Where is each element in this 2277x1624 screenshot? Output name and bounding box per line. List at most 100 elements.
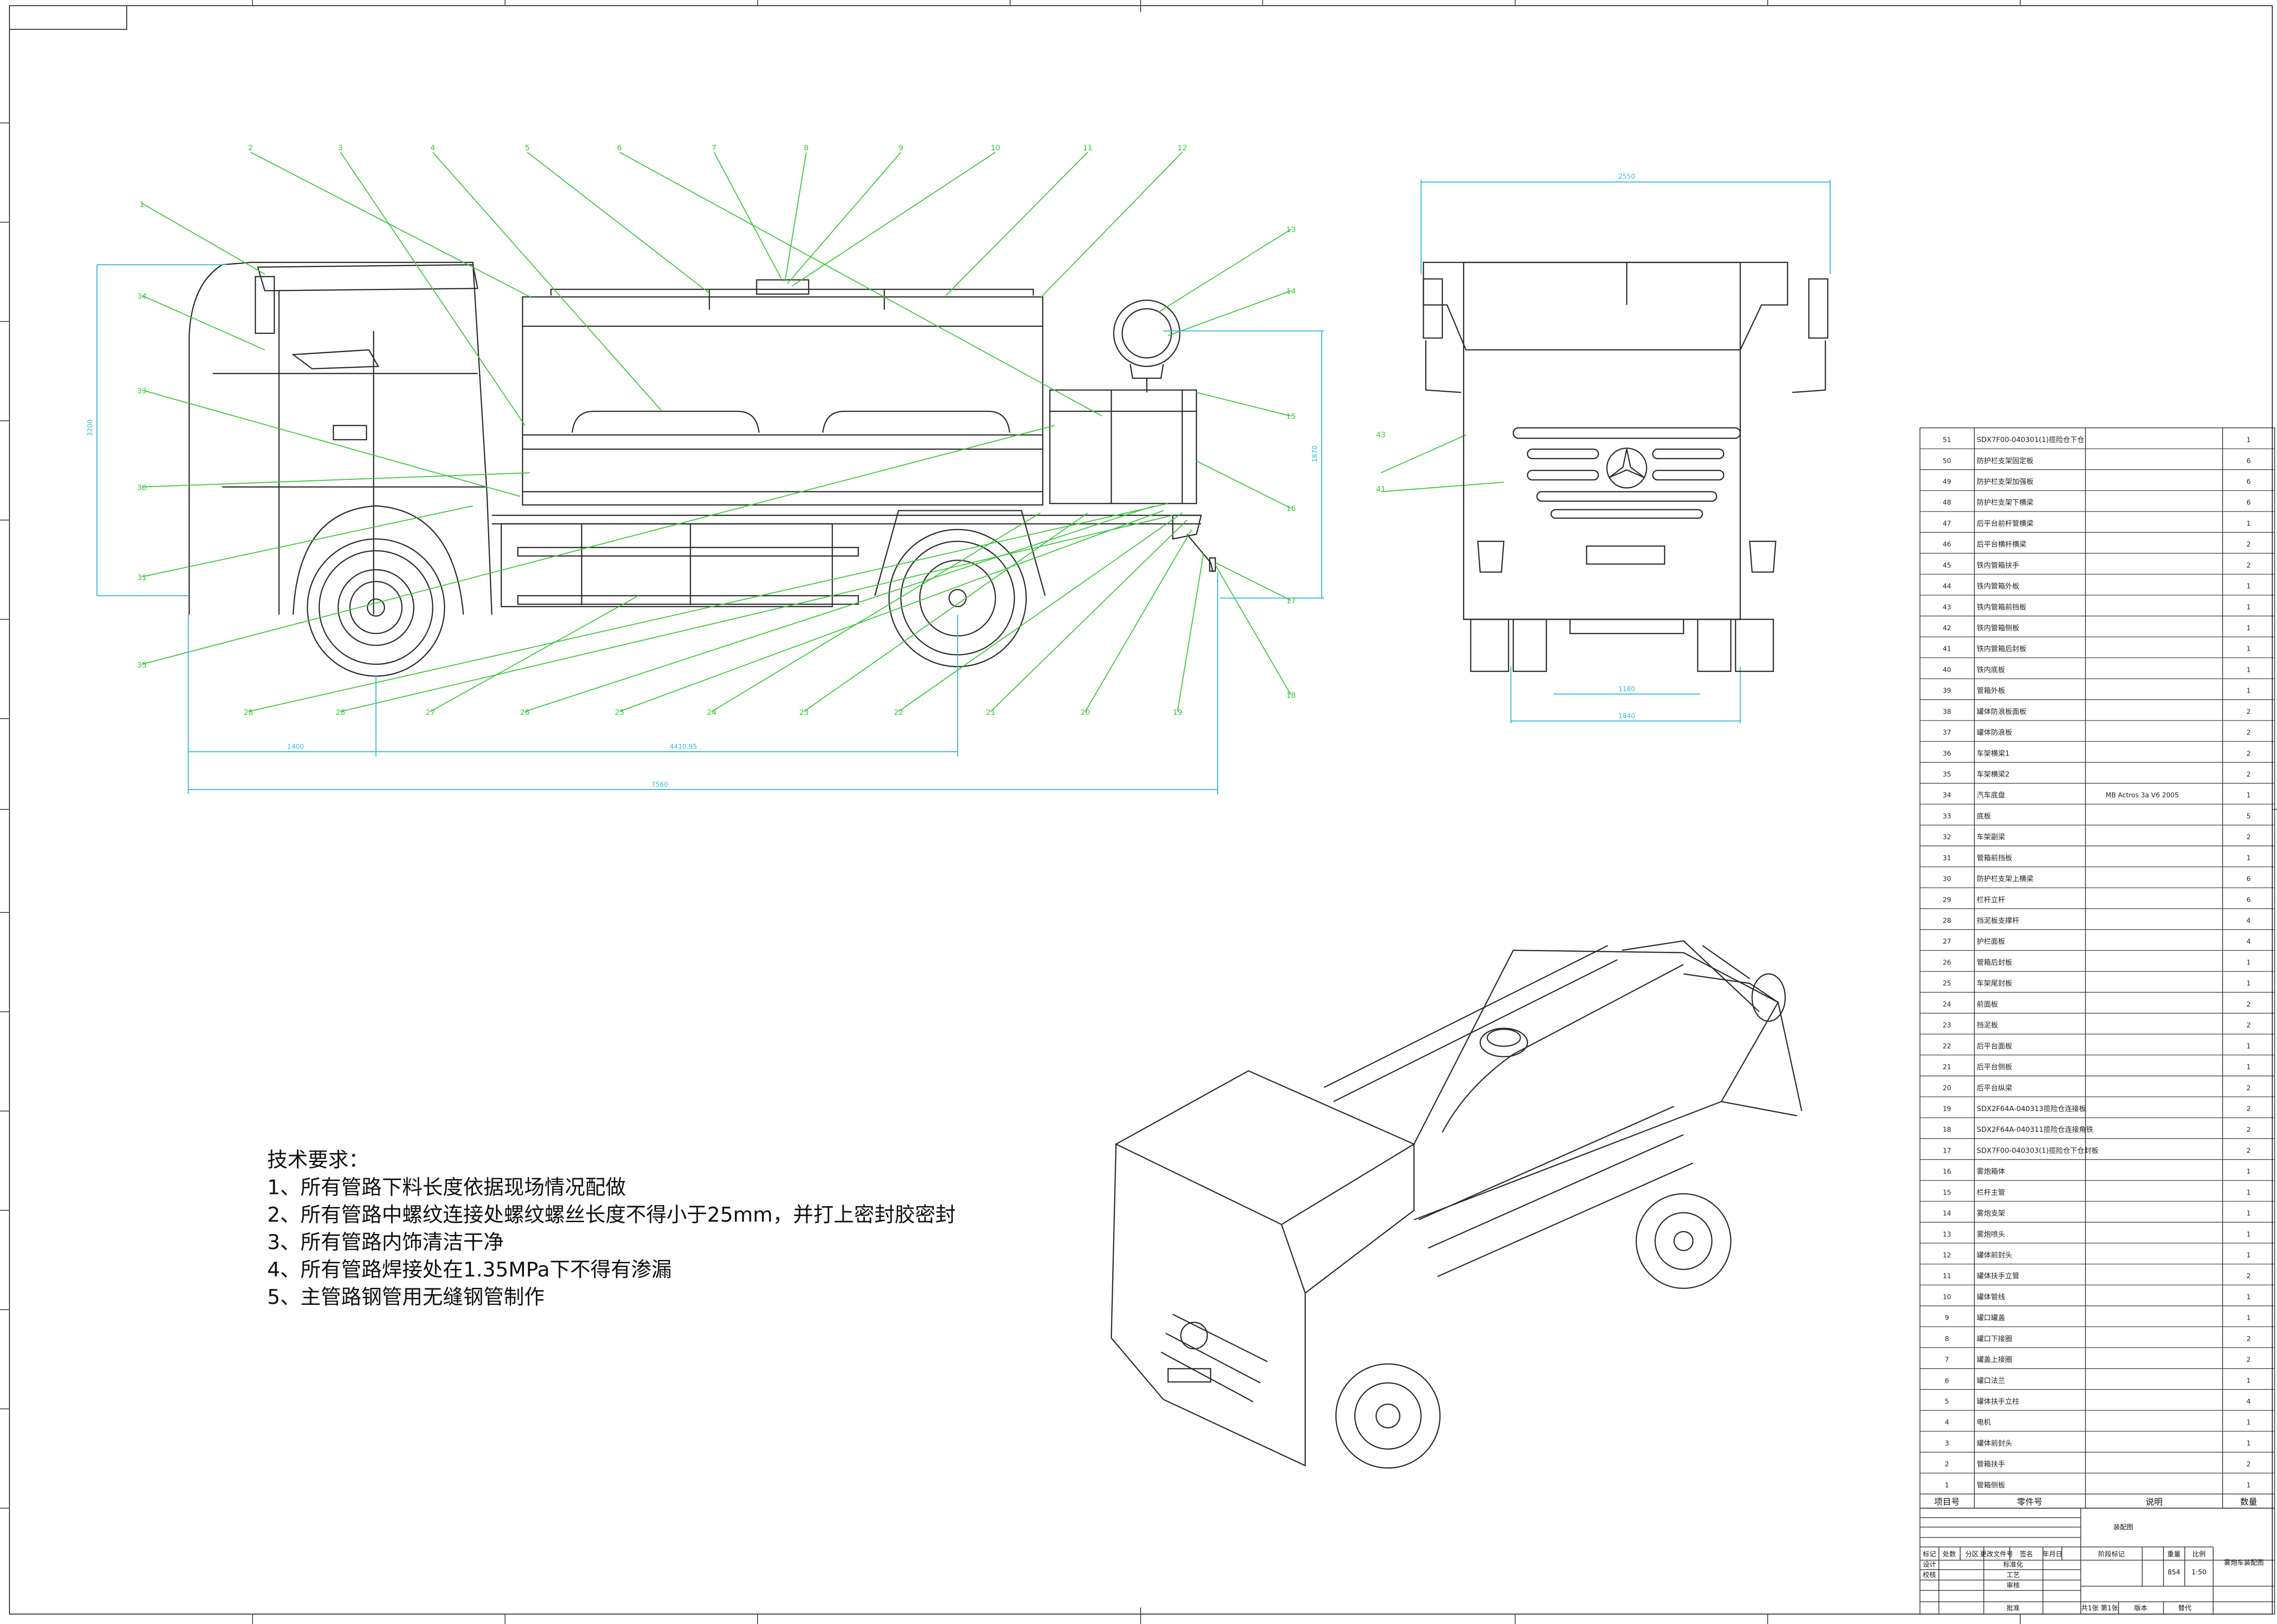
- bom-cell-name: 罐体防浪板: [1977, 728, 2012, 737]
- balloon-label: 5: [525, 143, 530, 152]
- bom-cell-qty: 4: [2247, 917, 2251, 925]
- balloon-label: 20: [1081, 708, 1090, 717]
- balloon-label: 3: [338, 143, 343, 152]
- tech-item: 5、主管路钢管用无缝钢管制作: [267, 1285, 545, 1309]
- balloon-label: 16: [1286, 504, 1296, 513]
- bom-cell-no: 23: [1943, 1022, 1951, 1029]
- bom-cell-name: 后平台前杆管横梁: [1977, 519, 2033, 528]
- bom-cell-name: 挡泥板: [1977, 1021, 1998, 1029]
- bom-cell-no: 1: [1945, 1482, 1949, 1489]
- dim-height: 3200: [87, 419, 94, 436]
- tb-header: 年月日: [2042, 1551, 2062, 1558]
- balloon-labels: 2 3 4 5 6 7 8 9 10 11 12 1 34 33 30 31 3…: [137, 143, 1386, 717]
- role-label: 审核: [2007, 1582, 2020, 1589]
- bom-cell-name: 防护栏支架上横梁: [1977, 875, 2033, 883]
- balloon-label: 4: [430, 143, 435, 152]
- bom-cell-no: 13: [1943, 1231, 1951, 1238]
- side-view-dimension-texts: 1400 4410.95 7560 3200 1870 2550 1180 18…: [87, 173, 1635, 789]
- bom-cell-name: 后平台横杆横梁: [1977, 540, 2026, 548]
- bom-cell-no: 19: [1943, 1105, 1951, 1113]
- bom-cell-qty: 2: [2247, 1085, 2251, 1092]
- bom-cell-qty: 1: [2247, 625, 2251, 632]
- balloon-label: 13: [1286, 225, 1296, 234]
- bom-cell-qty: 1: [2247, 959, 2251, 966]
- bom-cell-no: 22: [1943, 1042, 1951, 1050]
- bom-cell-name: 防护栏支架下横梁: [1977, 498, 2033, 507]
- bom-cell-name: 罐盖上接圈: [1977, 1355, 2012, 1364]
- balloon-label: 33: [137, 386, 147, 395]
- drawing-name: 雾炮车装配图: [2224, 1559, 2264, 1567]
- bom-cell-qty: 1: [2247, 792, 2251, 799]
- bom-cell-no: 24: [1943, 1001, 1951, 1008]
- balloon-label: 28: [244, 708, 253, 717]
- balloon-label: 34: [137, 292, 147, 301]
- bom-cell-qty: 2: [2247, 834, 2251, 841]
- tech-item: 2、所有管路中螺纹连接处螺纹螺丝长度不得小于25mm，并打上密封胶密封: [267, 1203, 956, 1227]
- title-block-texts: 装配图 雾炮车装配图 标记 处数 分区 更改文件号 签名 年月日 阶段标记 重量…: [1923, 1524, 2264, 1612]
- bom-cell-no: 12: [1943, 1251, 1951, 1259]
- assembly-label: 装配图: [2113, 1524, 2133, 1531]
- bom-cell-no: 43: [1943, 604, 1951, 611]
- bom-cell-qty: 2: [2247, 729, 2251, 737]
- version-label: 版本: [2134, 1605, 2147, 1612]
- bom-cell-name: 管箱侧板: [1977, 1481, 2005, 1489]
- bom-cell-no: 28: [1943, 917, 1951, 925]
- bom-cell-qty: 2: [2247, 1461, 2251, 1468]
- bom-cell-no: 35: [1943, 771, 1951, 779]
- bom-cell-no: 16: [1943, 1168, 1951, 1176]
- balloon-label: 21: [986, 708, 995, 717]
- bom-cell-qty: 6: [2247, 457, 2251, 465]
- bom-cell-no: 45: [1943, 562, 1951, 569]
- bom-row: 1 管箱侧板 1: [1920, 1473, 2275, 1489]
- bom-cell-no: 44: [1943, 583, 1951, 591]
- bom-cell-name: 后平台面板: [1977, 1042, 2012, 1050]
- bom-cell-name: 雾炮喷头: [1977, 1230, 2005, 1238]
- bom-cell-qty: 1: [2247, 1314, 2251, 1322]
- bom-cell-name: 雾炮箱体: [1977, 1167, 2005, 1176]
- bom-cell-no: 18: [1943, 1126, 1951, 1134]
- tb-header: 标记: [1923, 1551, 1936, 1558]
- balloon-label: 10: [991, 143, 1000, 152]
- bom-cell-qty: 2: [2247, 750, 2251, 757]
- logo-star-icon: [1606, 447, 1648, 489]
- tech-item: 4、所有管路焊接处在1.35MPa下不得有渗漏: [267, 1258, 672, 1282]
- balloon-label: 15: [1286, 412, 1296, 421]
- bom-cell-no: 27: [1943, 938, 1951, 946]
- bom-cell-qty: 1: [2247, 520, 2251, 528]
- bom-cell-qty: 1: [2247, 1419, 2251, 1426]
- tank-side: [492, 279, 1201, 608]
- bom-cell-qty: 1: [2247, 1482, 2251, 1489]
- bom-cell-name: SDX7F00-040301(1)揽险仓下仓: [1977, 435, 2085, 444]
- bom-cell-name: 车架副梁: [1977, 833, 2005, 841]
- cab-outline: [188, 261, 493, 615]
- bom-cell-qty: 2: [2247, 1022, 2251, 1029]
- front-view: [1422, 261, 1829, 672]
- balloon-label: 8: [804, 143, 809, 152]
- dim-overall-length: 7560: [651, 781, 668, 789]
- bom-cell-name: 管箱前挡板: [1977, 853, 2012, 862]
- bom-cell-no: 20: [1943, 1085, 1951, 1092]
- bom-cell-qty: 2: [2247, 1335, 2251, 1343]
- balloon-label: 31: [137, 573, 147, 582]
- role-label: 工艺: [2007, 1572, 2020, 1579]
- balloon-label: 9: [899, 143, 903, 152]
- stage-label: 重量: [2167, 1551, 2181, 1558]
